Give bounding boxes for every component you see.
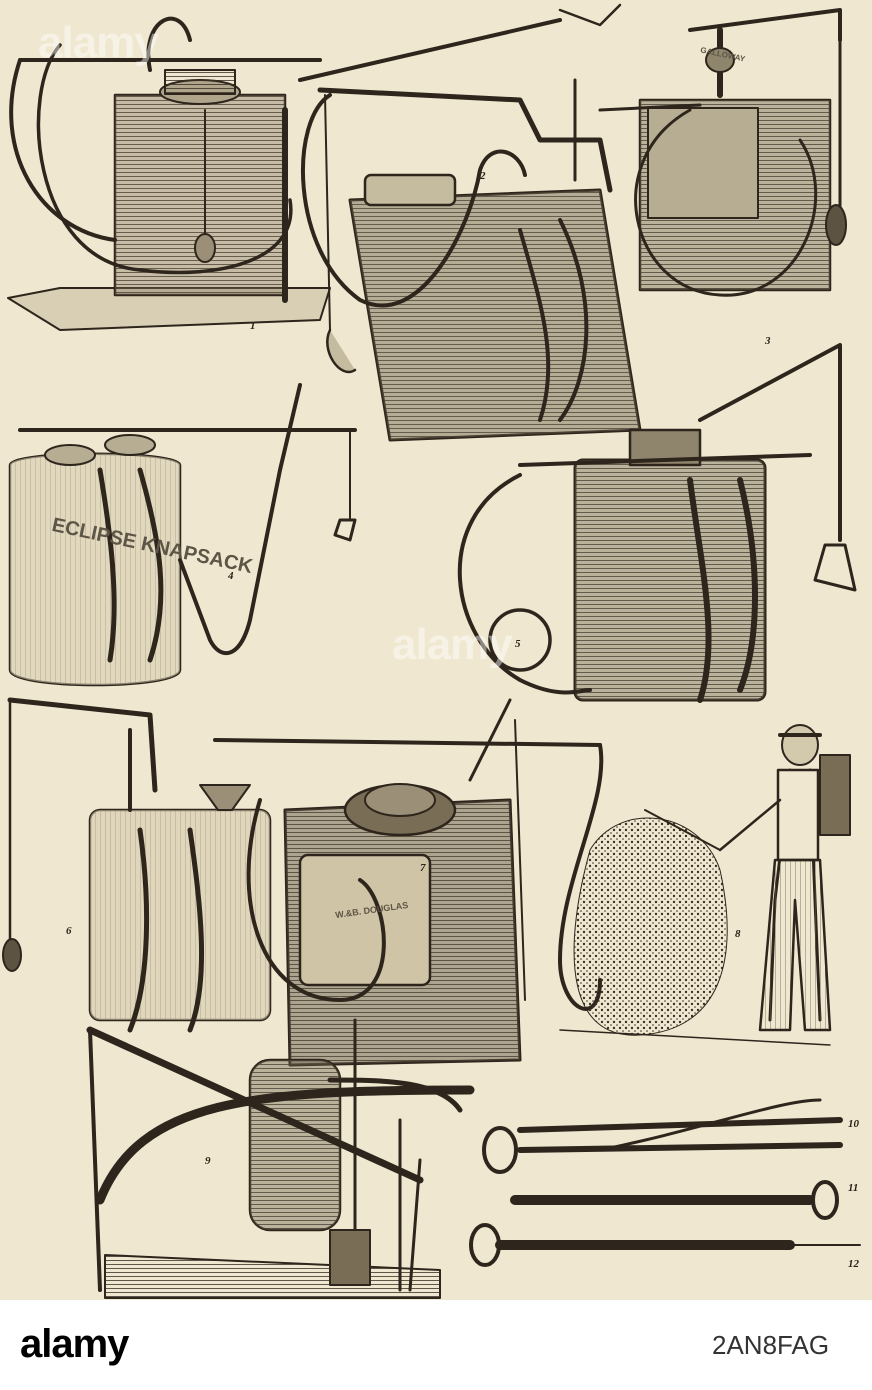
figure-label-5: 5 [515,638,521,650]
sprayer-figure-8 [559,724,851,1046]
figure-label-7: 7 [420,862,426,874]
figure-label-11: 11 [848,1182,859,1194]
sprayer-figure-7 [213,698,604,1067]
sprayer-figure-4 [8,383,357,687]
engraving-plate: alamy alamy ECLIPSE KNAPSACK GALLOWAY W.… [0,0,872,1300]
engraving-illustration [2,3,861,1299]
sprayer-figure-1 [7,16,331,331]
figure-label-4: 4 [228,570,234,582]
watermark: alamy [392,620,513,669]
sprayer-figure-5 [457,343,857,703]
sprayer-figure-9 [86,1018,475,1299]
alamy-logo: alamy [20,1322,129,1366]
sprayer-figures-10-12 [469,1098,861,1267]
stock-footer-bar: alamy 2AN8FAG [0,1300,872,1390]
figure-label-9: 9 [205,1155,211,1167]
watermark: alamy [38,18,159,67]
figure-label-8: 8 [735,928,741,940]
figure-label-12: 12 [848,1258,859,1270]
figure-label-2: 2 [480,170,486,182]
sprayer-figure-6 [2,697,272,1033]
image-id-label: 2AN8FAG [712,1330,830,1360]
sprayer-figure-3 [598,8,847,297]
figure-label-6: 6 [66,925,72,937]
figure-label-10: 10 [848,1118,859,1130]
figure-label-1: 1 [250,320,256,332]
figure-label-3: 3 [765,335,771,347]
sprayer-figure-2 [298,3,642,442]
